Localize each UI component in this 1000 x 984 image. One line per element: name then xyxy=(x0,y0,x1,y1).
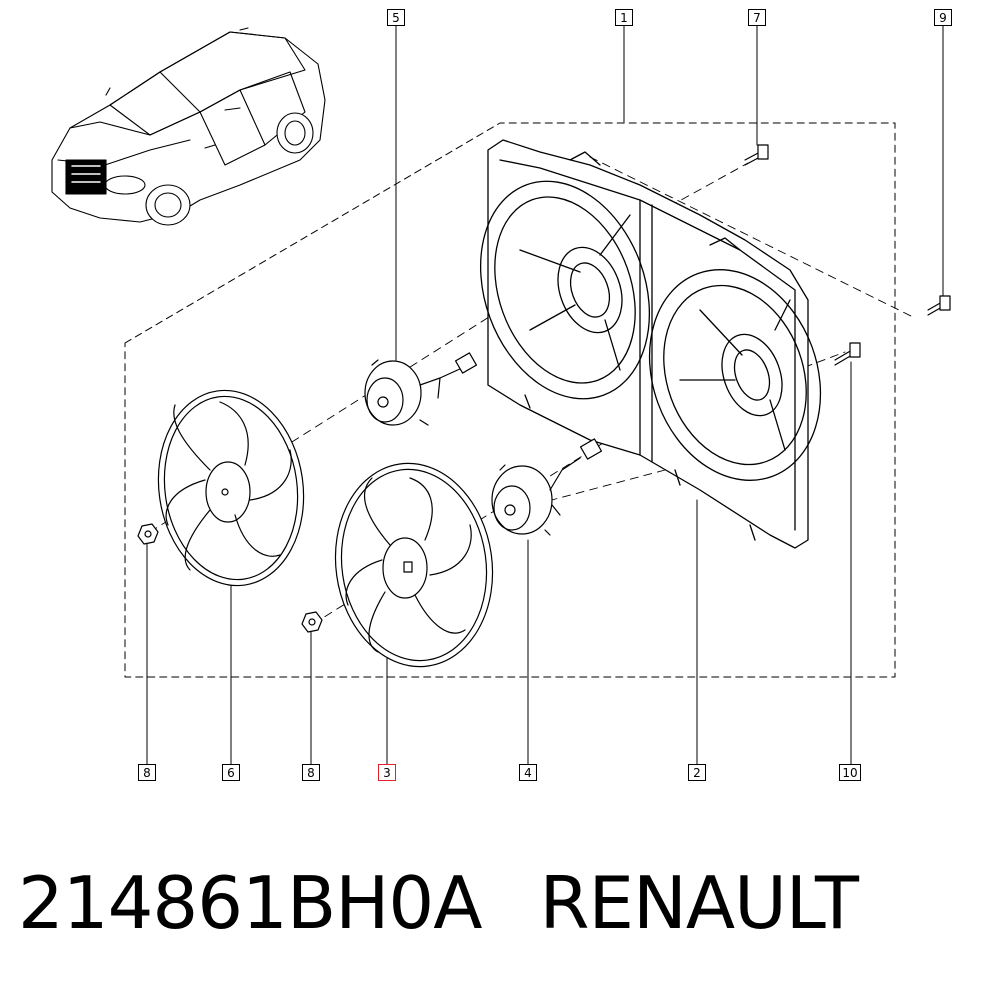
fan-blade-left xyxy=(157,389,305,587)
leader-lines xyxy=(146,25,944,765)
bolt-7 xyxy=(744,144,769,166)
callout-2[interactable]: 2 xyxy=(688,764,706,781)
callout-5[interactable]: 5 xyxy=(387,9,405,26)
bolt-9 xyxy=(927,295,951,316)
callout-8-left[interactable]: 8 xyxy=(138,764,156,781)
nut-8-left xyxy=(137,523,159,545)
fasteners xyxy=(137,144,951,633)
callout-10[interactable]: 10 xyxy=(839,764,861,781)
part-number: 214861BH0A xyxy=(18,861,482,945)
assembly-outline xyxy=(124,122,896,678)
fan-motor-lower xyxy=(491,438,603,536)
nut-8-right xyxy=(301,611,323,633)
callout-8-right[interactable]: 8 xyxy=(302,764,320,781)
part-caption: 214861BH0A RENAULT xyxy=(18,858,978,948)
fan-blade-middle xyxy=(334,462,494,668)
callout-1[interactable]: 1 xyxy=(615,9,633,26)
callout-6[interactable]: 6 xyxy=(222,764,240,781)
callout-7[interactable]: 7 xyxy=(748,9,766,26)
fan-shroud xyxy=(479,139,822,549)
fan-motor-upper xyxy=(364,352,478,426)
callout-9[interactable]: 9 xyxy=(934,9,952,26)
brand-name: RENAULT xyxy=(539,861,859,945)
callout-3-selected[interactable]: 3 xyxy=(378,764,396,781)
vehicle-illustration xyxy=(51,27,326,226)
bolt-10 xyxy=(834,342,861,366)
callout-4[interactable]: 4 xyxy=(519,764,537,781)
